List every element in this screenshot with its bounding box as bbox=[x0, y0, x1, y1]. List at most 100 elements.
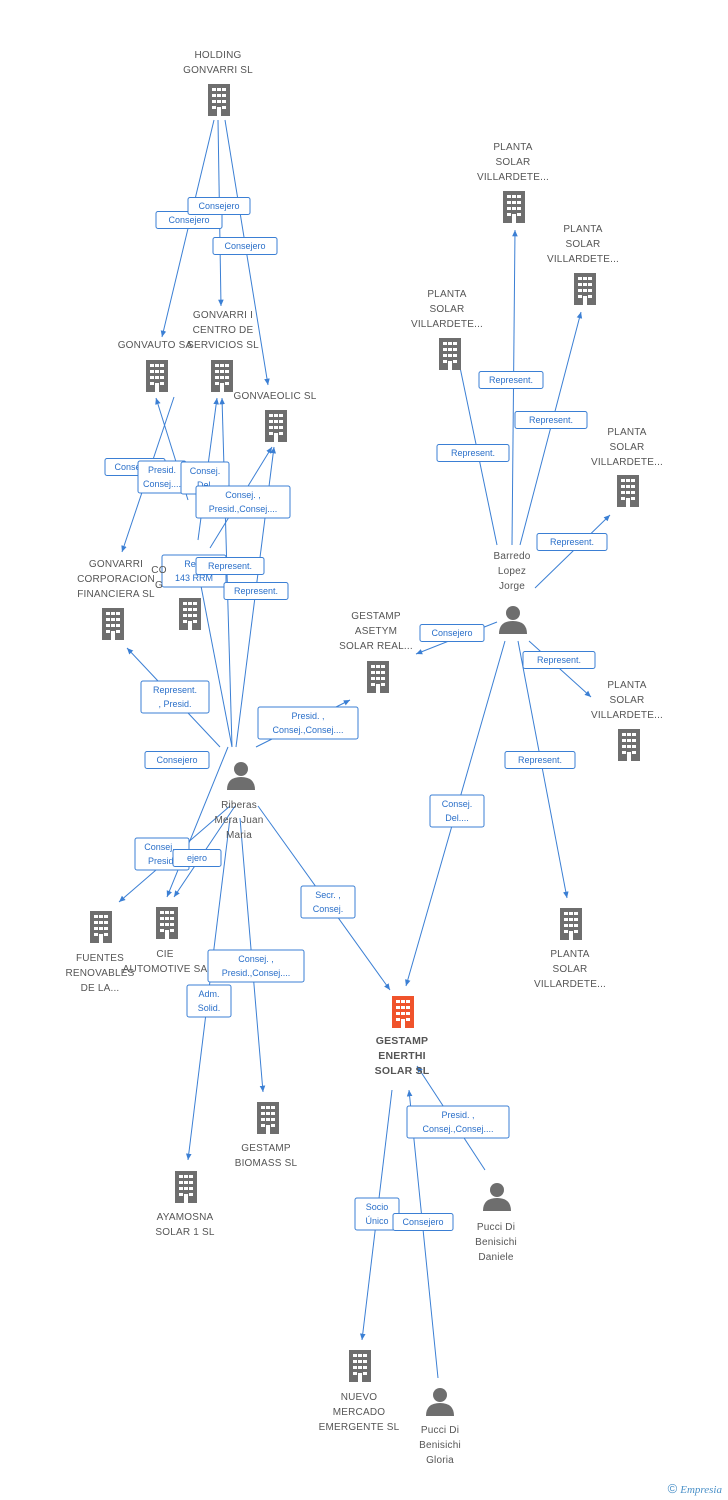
edge-label[interactable]: Secr. ,Consej. bbox=[300, 885, 356, 919]
edge-label[interactable]: Adm.Solid. bbox=[186, 984, 232, 1018]
node-label: Maria bbox=[226, 830, 252, 841]
edge-label[interactable]: Represent. bbox=[504, 751, 576, 769]
edge-label[interactable]: Represent., Presid. bbox=[140, 680, 210, 714]
edge-label-text: 143 RRM bbox=[175, 573, 213, 583]
person-icon bbox=[426, 1388, 454, 1416]
node-label: SOLAR bbox=[610, 695, 645, 706]
relation-edge[interactable] bbox=[166, 746, 229, 898]
company-node[interactable]: PLANTASOLARVILLARDETE... bbox=[591, 427, 663, 507]
company-node[interactable]: GONVAUTO SA bbox=[118, 340, 193, 392]
node-label: RENOVABLES bbox=[65, 968, 134, 979]
node-label: Lopez bbox=[498, 566, 526, 577]
edge-label-box bbox=[144, 751, 210, 769]
edge-label-text: Consej. bbox=[190, 466, 221, 476]
person-icon bbox=[227, 762, 255, 790]
edge-label-text: Presid. bbox=[148, 465, 176, 475]
edge-label[interactable]: ejero bbox=[172, 849, 222, 867]
company-node[interactable]: GONVAEOLIC SL bbox=[234, 391, 317, 442]
edge-label[interactable]: Presid. ,Consej.,Consej.... bbox=[406, 1105, 510, 1139]
relation-edge[interactable] bbox=[194, 559, 233, 748]
edge-label[interactable]: Represent. bbox=[536, 533, 608, 551]
edge-label[interactable]: Represent. bbox=[514, 411, 588, 429]
node-label: SOLAR SL bbox=[375, 1065, 430, 1077]
edge-label-box bbox=[406, 1105, 510, 1139]
edge-label[interactable]: Presid.Consej.... bbox=[137, 460, 187, 494]
edge-label-box bbox=[536, 533, 608, 551]
company-node[interactable]: PLANTASOLARVILLARDETE... bbox=[534, 908, 606, 990]
edge-label[interactable]: Represent. bbox=[522, 651, 596, 669]
edge-label-text: Consej.,Consej.... bbox=[272, 725, 343, 735]
brand-logo: Empresia bbox=[680, 1484, 722, 1496]
edge-label[interactable]: Consejero bbox=[419, 624, 485, 642]
edge-label-text: Represent. bbox=[489, 375, 533, 385]
node-label: GONVARRI I bbox=[193, 310, 253, 321]
edge-label-text: Presid. , bbox=[291, 711, 324, 721]
edge-label-box bbox=[195, 557, 265, 575]
edge-label[interactable]: Consejero bbox=[144, 751, 210, 769]
company-node[interactable]: PLANTASOLARVILLARDETE... bbox=[547, 224, 619, 305]
building-icon bbox=[574, 273, 596, 305]
node-label: CO bbox=[151, 565, 166, 576]
edge-label[interactable]: Consejero bbox=[212, 237, 278, 255]
edge-label-text: Repr bbox=[184, 559, 204, 569]
edge-label[interactable]: Represent. bbox=[223, 582, 289, 600]
node-label: GESTAMP bbox=[351, 611, 401, 622]
edge-label[interactable]: Represent. bbox=[195, 557, 265, 575]
building-icon bbox=[392, 996, 414, 1028]
company-node[interactable]: PLANTASOLARVILLARDETE... bbox=[411, 289, 483, 370]
building-icon bbox=[503, 191, 525, 223]
edge-label[interactable]: Represent. bbox=[478, 371, 544, 389]
company-node[interactable]: COG bbox=[151, 565, 201, 630]
edge-label-text: Consejero bbox=[402, 1217, 443, 1227]
edge-label-box bbox=[514, 411, 588, 429]
node-label: CENTRO DE bbox=[193, 325, 254, 336]
edge-label-text: Represent. bbox=[234, 586, 278, 596]
node-label: Benisichi bbox=[475, 1237, 517, 1248]
edge-label-text: Presid.,Consej.... bbox=[222, 968, 291, 978]
edge-label-text: Solid. bbox=[198, 1003, 221, 1013]
building-icon bbox=[208, 84, 230, 116]
edge-label-text: Consej. , bbox=[238, 954, 274, 964]
edge-label[interactable]: Consejero bbox=[392, 1213, 454, 1231]
node-label: Gloria bbox=[426, 1455, 454, 1466]
relation-edge[interactable] bbox=[534, 514, 611, 589]
building-icon bbox=[439, 338, 461, 370]
node-label: Pucci Di bbox=[421, 1425, 459, 1436]
edge-label-box bbox=[212, 237, 278, 255]
edge-label[interactable]: Consejero bbox=[187, 197, 251, 215]
edge-label-box bbox=[429, 794, 485, 828]
edge-label-text: Consejero bbox=[168, 215, 209, 225]
relation-edge[interactable] bbox=[517, 640, 569, 899]
edge-label[interactable]: Presid. , Consej.,Consej.... bbox=[257, 706, 359, 740]
edge-label-text: Represent. bbox=[550, 537, 594, 547]
edge-label[interactable]: Consej. , Presid.,Consej.... bbox=[207, 949, 305, 983]
edge-label-text: Represent. bbox=[451, 448, 495, 458]
edge-label[interactable]: Consej. ,Presid.,Consej.... bbox=[195, 485, 291, 519]
node-label: CORPORACION bbox=[77, 574, 155, 585]
building-icon bbox=[146, 360, 168, 392]
edge-label-box bbox=[172, 849, 222, 867]
company-node[interactable]: PLANTASOLARVILLARDETE... bbox=[591, 680, 663, 761]
company-node[interactable]: PLANTASOLARVILLARDETE... bbox=[477, 142, 549, 223]
edge-label[interactable]: Represent. bbox=[436, 444, 510, 462]
edge-label-text: Represent. bbox=[153, 685, 197, 695]
edge-label[interactable]: Consej.Del.... bbox=[429, 794, 485, 828]
node-label: AUTOMOTIVE SA bbox=[123, 964, 208, 975]
node-label: Barredo bbox=[494, 551, 531, 562]
